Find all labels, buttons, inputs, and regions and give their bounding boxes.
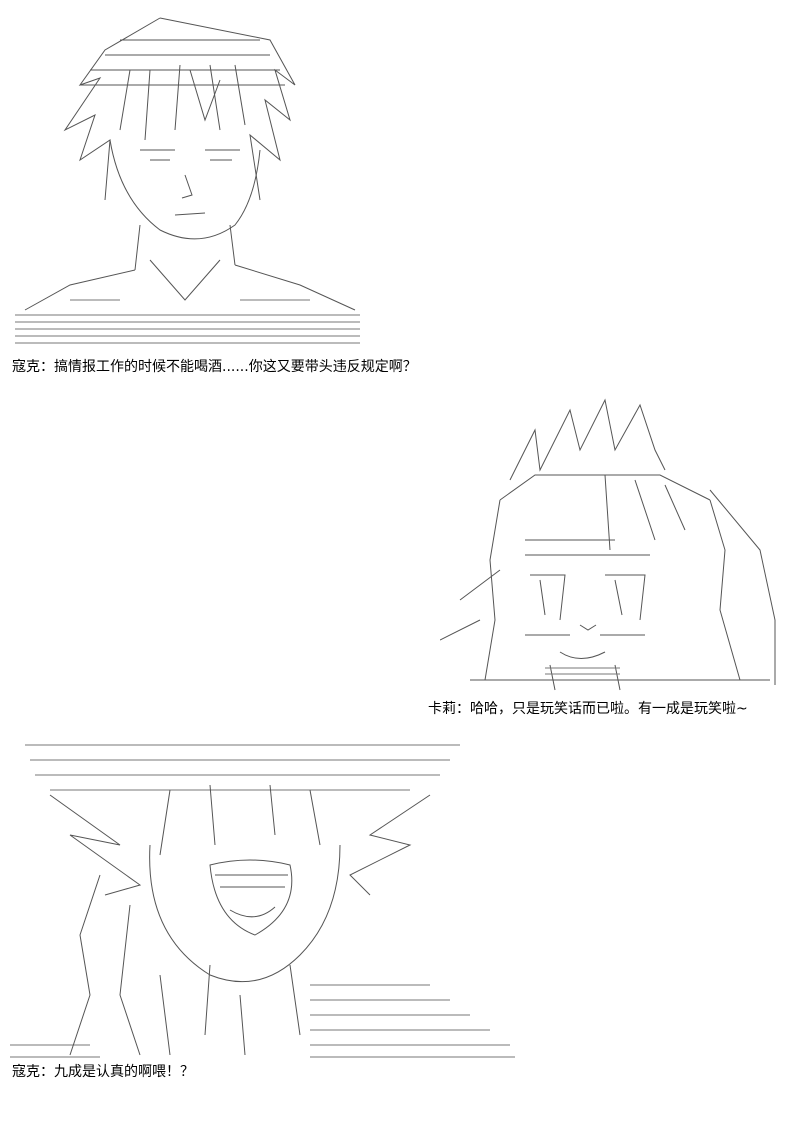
dialogue-line-3: 寇克：九成是认真的啊喂！？ xyxy=(12,1064,194,1080)
speaker-name: 卡莉 xyxy=(428,701,456,717)
panel-2: 卡莉：哈哈，只是玩笑话而已啦。有一成是玩笑啦~ xyxy=(0,390,800,720)
speech-text: 哈哈，只是玩笑话而已啦。有一成是玩笑啦~ xyxy=(470,701,748,717)
dialogue-line-2: 卡莉：哈哈，只是玩笑话而已啦。有一成是玩笑啦~ xyxy=(428,701,748,717)
dialogue-line-1: 寇克：搞情报工作的时候不能喝酒......你这又要带头违反规定啊？ xyxy=(12,359,417,375)
speech-text: 九成是认真的啊喂！？ xyxy=(54,1064,194,1080)
speaker-name: 寇克 xyxy=(12,1064,40,1080)
kirk-ascii-shouting xyxy=(10,735,520,1065)
speaker-name: 寇克 xyxy=(12,359,40,375)
kari-ascii-portrait xyxy=(440,390,790,695)
panel-1: 寇克：搞情报工作的时候不能喝酒......你这又要带头违反规定啊？ xyxy=(0,0,800,380)
speech-text: 搞情报工作的时候不能喝酒......你这又要带头违反规定啊？ xyxy=(54,359,417,375)
panel-3: 寇克：九成是认真的啊喂！？ xyxy=(0,730,800,1090)
kirk-ascii-portrait xyxy=(10,10,370,350)
